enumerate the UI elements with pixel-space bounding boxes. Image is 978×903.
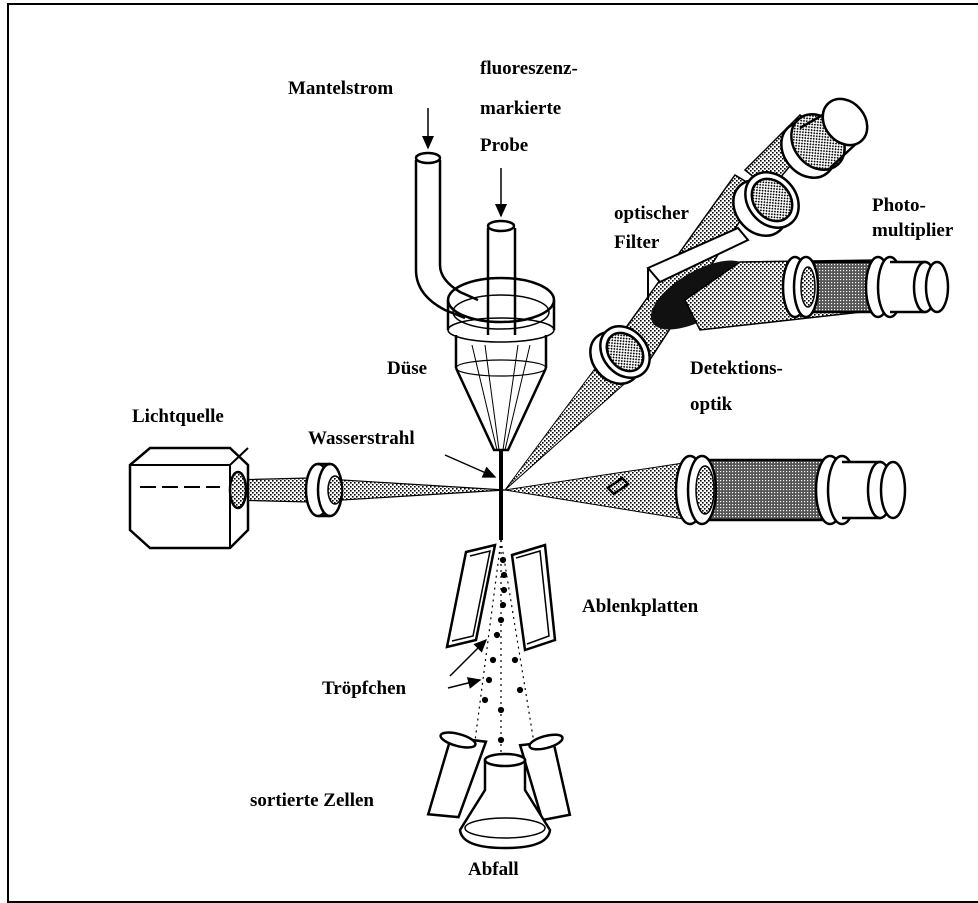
nozzle-cone	[456, 368, 546, 450]
label-probe-1: fluoreszenz-	[480, 58, 578, 80]
label-probe-3: Probe	[480, 135, 528, 157]
wasserstrahl-arrow	[445, 455, 495, 477]
upper-pmt	[770, 90, 876, 188]
label-filter-2: Filter	[614, 232, 659, 254]
label-troepfchen: Tröpfchen	[322, 678, 406, 700]
nozzle-rim	[448, 278, 554, 322]
photomultiplier-right	[783, 257, 948, 317]
label-detektion-2: optik	[690, 394, 732, 416]
label-lichtquelle: Lichtquelle	[132, 406, 224, 428]
label-probe-2: markierte	[480, 98, 561, 120]
label-sortierte-zellen: sortierte Zellen	[250, 790, 374, 812]
label-mantelstrom: Mantelstrom	[288, 78, 393, 100]
label-wasserstrahl: Wasserstrahl	[308, 428, 415, 450]
label-ablenkplatten: Ablenkplatten	[582, 596, 698, 618]
side-detection-beam	[505, 462, 690, 520]
laser-beam	[230, 478, 505, 502]
label-abfall: Abfall	[468, 859, 519, 881]
label-duese: Düse	[387, 358, 427, 380]
sample-tube	[488, 228, 515, 335]
laser-lens	[306, 464, 342, 516]
label-detektion-1: Detektions-	[690, 358, 783, 380]
troepfchen-arrow-2	[448, 680, 480, 688]
label-pmt-1: Photo-	[872, 195, 926, 217]
label-filter-1: optischer	[614, 203, 689, 225]
label-pmt-2: multiplier	[872, 220, 976, 242]
